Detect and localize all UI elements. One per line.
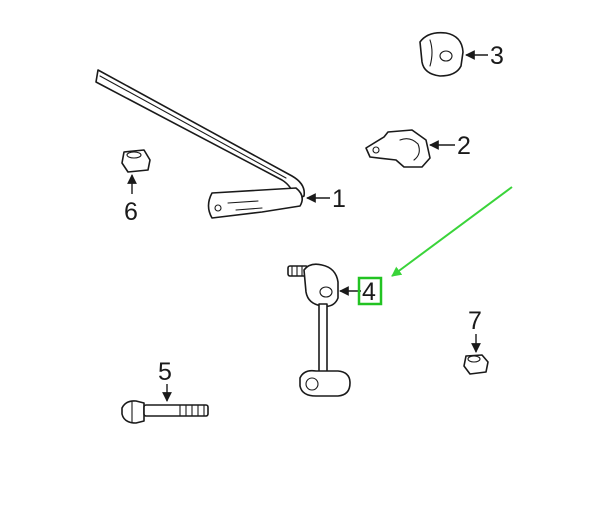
bushing-bracket xyxy=(365,129,431,168)
callout-2: 2 xyxy=(457,132,471,160)
callout-4: 4 xyxy=(362,278,376,306)
stabilizer-link xyxy=(287,263,351,397)
highlight-box xyxy=(357,276,383,306)
callout-7: 7 xyxy=(468,307,482,335)
pointer-arrow xyxy=(391,186,513,277)
stabilizer-bar xyxy=(95,69,306,219)
bolt xyxy=(121,400,209,424)
nut-7 xyxy=(463,354,489,375)
callout-5: 5 xyxy=(158,358,172,386)
callout-6: 6 xyxy=(124,198,138,226)
callout-1: 1 xyxy=(332,185,346,213)
bushing xyxy=(419,31,464,77)
nut-6 xyxy=(121,149,151,173)
callout-3: 3 xyxy=(490,42,504,70)
